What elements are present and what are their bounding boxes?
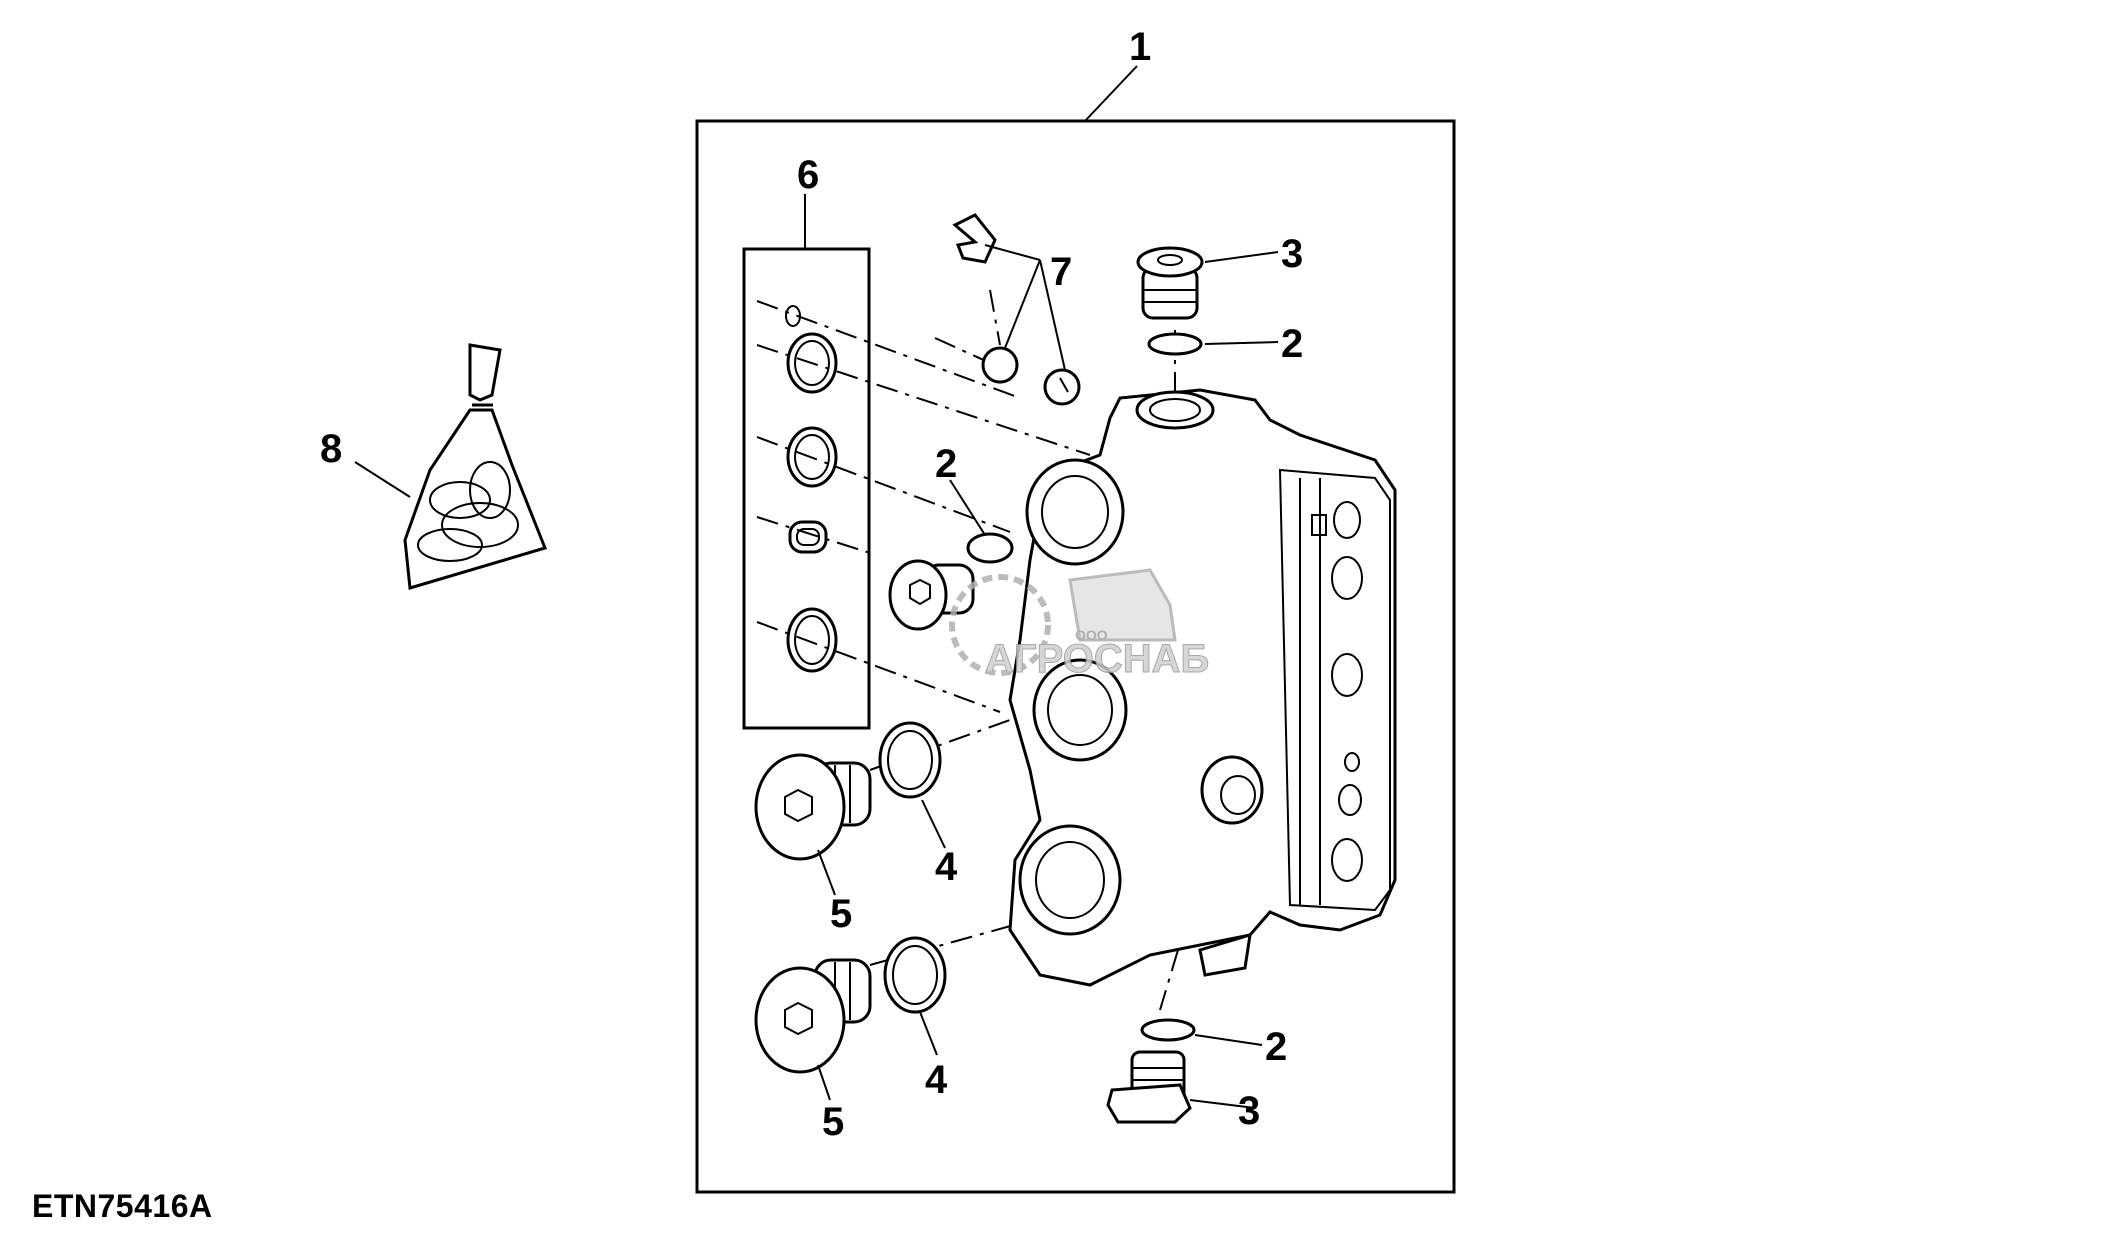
callout-6: 6 [797,153,819,197]
callout-2-top: 2 [1281,322,1303,366]
leader-5-top [817,849,836,896]
leader-7a [1004,259,1041,349]
leader-5-bottom [817,1064,831,1101]
plug-icon [1106,1050,1192,1124]
watermark-brand: АГРОСНАБ [985,637,1209,681]
callout-2-bottom: 2 [1265,1025,1287,1069]
seal-kit-o-rings [785,305,838,673]
o-ring-icon [1140,1018,1196,1042]
callout-5-top: 5 [830,892,852,936]
callout-4-bottom: 4 [925,1058,948,1102]
ball-icon [981,346,1019,384]
plug-icon [754,753,872,861]
leader-3-top [1204,251,1279,263]
leader-4-top [921,799,946,849]
figure-id: ETN75416A [32,1188,213,1224]
leader-8 [354,461,411,498]
leader-2-top [1204,341,1279,345]
callout-3-top: 3 [1281,232,1303,276]
watermark-logo: ООО АГРОСНАБ [949,568,1210,682]
kit-frame [695,119,1456,1194]
callout-1: 1 [1129,25,1151,69]
leader-7b [1039,259,1066,371]
callout-5-bottom: 5 [822,1100,844,1144]
leader-3-bottom [1189,1099,1256,1109]
bag-of-seals-icon [403,343,548,590]
o-ring-icon [1147,332,1203,356]
leader-4-bottom [919,1011,938,1056]
leader-2-bottom [1194,1034,1263,1046]
o-ring-icon [878,721,942,799]
callout-3-bottom: 3 [1238,1089,1260,1133]
leader-1 [1084,65,1138,122]
plug-icon [754,958,872,1074]
o-ring-icon [966,532,1014,564]
valve-housing-icon [1008,388,1397,987]
ball-icon [1043,368,1081,406]
callout-4-top: 4 [935,845,958,889]
o-ring-icon [883,936,947,1014]
spring-clip-icon [952,213,997,264]
seal-kit-frame [742,247,871,730]
leader-2-mid [949,479,986,536]
callout-8: 8 [320,427,342,471]
callout-2-mid: 2 [935,442,957,486]
callout-7: 7 [1050,250,1072,294]
oval-seal-icon [788,520,828,554]
plug-icon [1136,246,1204,320]
watermark-prefix: ООО [1075,627,1108,643]
